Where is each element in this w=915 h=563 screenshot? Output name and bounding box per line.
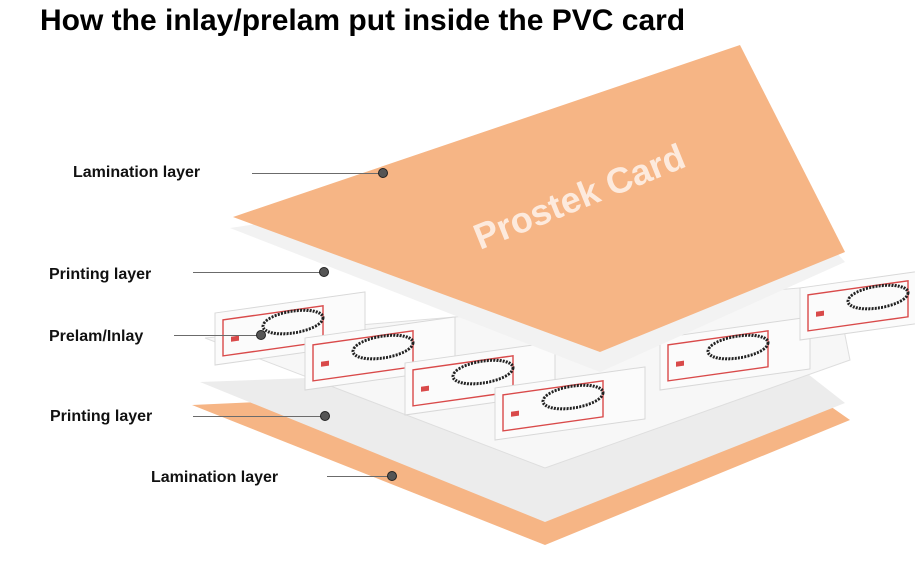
leader-printing-bottom xyxy=(193,416,322,417)
antenna-coil xyxy=(351,333,415,361)
pointer-dot-printing-bottom xyxy=(320,411,330,421)
chip-module xyxy=(231,335,239,342)
antenna-frame xyxy=(312,330,414,382)
antenna-coil xyxy=(451,358,515,386)
inlay-card-module xyxy=(494,366,646,441)
pointer-dot-printing-top xyxy=(319,267,329,277)
label-printing-top: Printing layer xyxy=(49,266,152,283)
diagram-title: How the inlay/prelam put inside the PVC … xyxy=(40,4,686,37)
inlay-card-module xyxy=(799,266,915,341)
card-outline xyxy=(799,266,915,341)
antenna-frame xyxy=(412,355,514,407)
leader-lamination-top xyxy=(252,173,380,174)
antenna-frame xyxy=(502,380,604,432)
leader-lamination-bottom xyxy=(327,476,390,477)
label-lamination-bottom: Lamination layer xyxy=(151,469,279,486)
label-printing-bottom: Printing layer xyxy=(50,408,153,425)
pointer-dot-lamination-top xyxy=(378,168,388,178)
leader-prelam-inlay xyxy=(174,335,258,336)
label-prelam-inlay: Prelam/Inlay xyxy=(49,328,144,345)
chip-module xyxy=(676,360,684,367)
chip-module xyxy=(421,385,429,392)
label-lamination-top: Lamination layer xyxy=(73,164,201,181)
inlay-cards xyxy=(214,266,915,441)
antenna-coil xyxy=(706,333,770,361)
chip-module xyxy=(321,360,329,367)
antenna-coil xyxy=(846,283,910,311)
antenna-frame xyxy=(807,280,909,332)
antenna-frame xyxy=(222,305,324,357)
card-outline xyxy=(659,316,811,391)
leader-printing-top xyxy=(193,272,321,273)
antenna-coil xyxy=(541,383,605,411)
lamination-top-sheet xyxy=(233,45,845,352)
inlay-card-module xyxy=(659,316,811,391)
pointer-dot-prelam-inlay xyxy=(256,330,266,340)
chip-module xyxy=(816,310,824,317)
pointer-dot-lamination-bottom xyxy=(387,471,397,481)
antenna-frame xyxy=(667,330,769,382)
card-outline xyxy=(494,366,646,441)
antenna-coil xyxy=(261,308,325,336)
chip-module xyxy=(511,410,519,417)
